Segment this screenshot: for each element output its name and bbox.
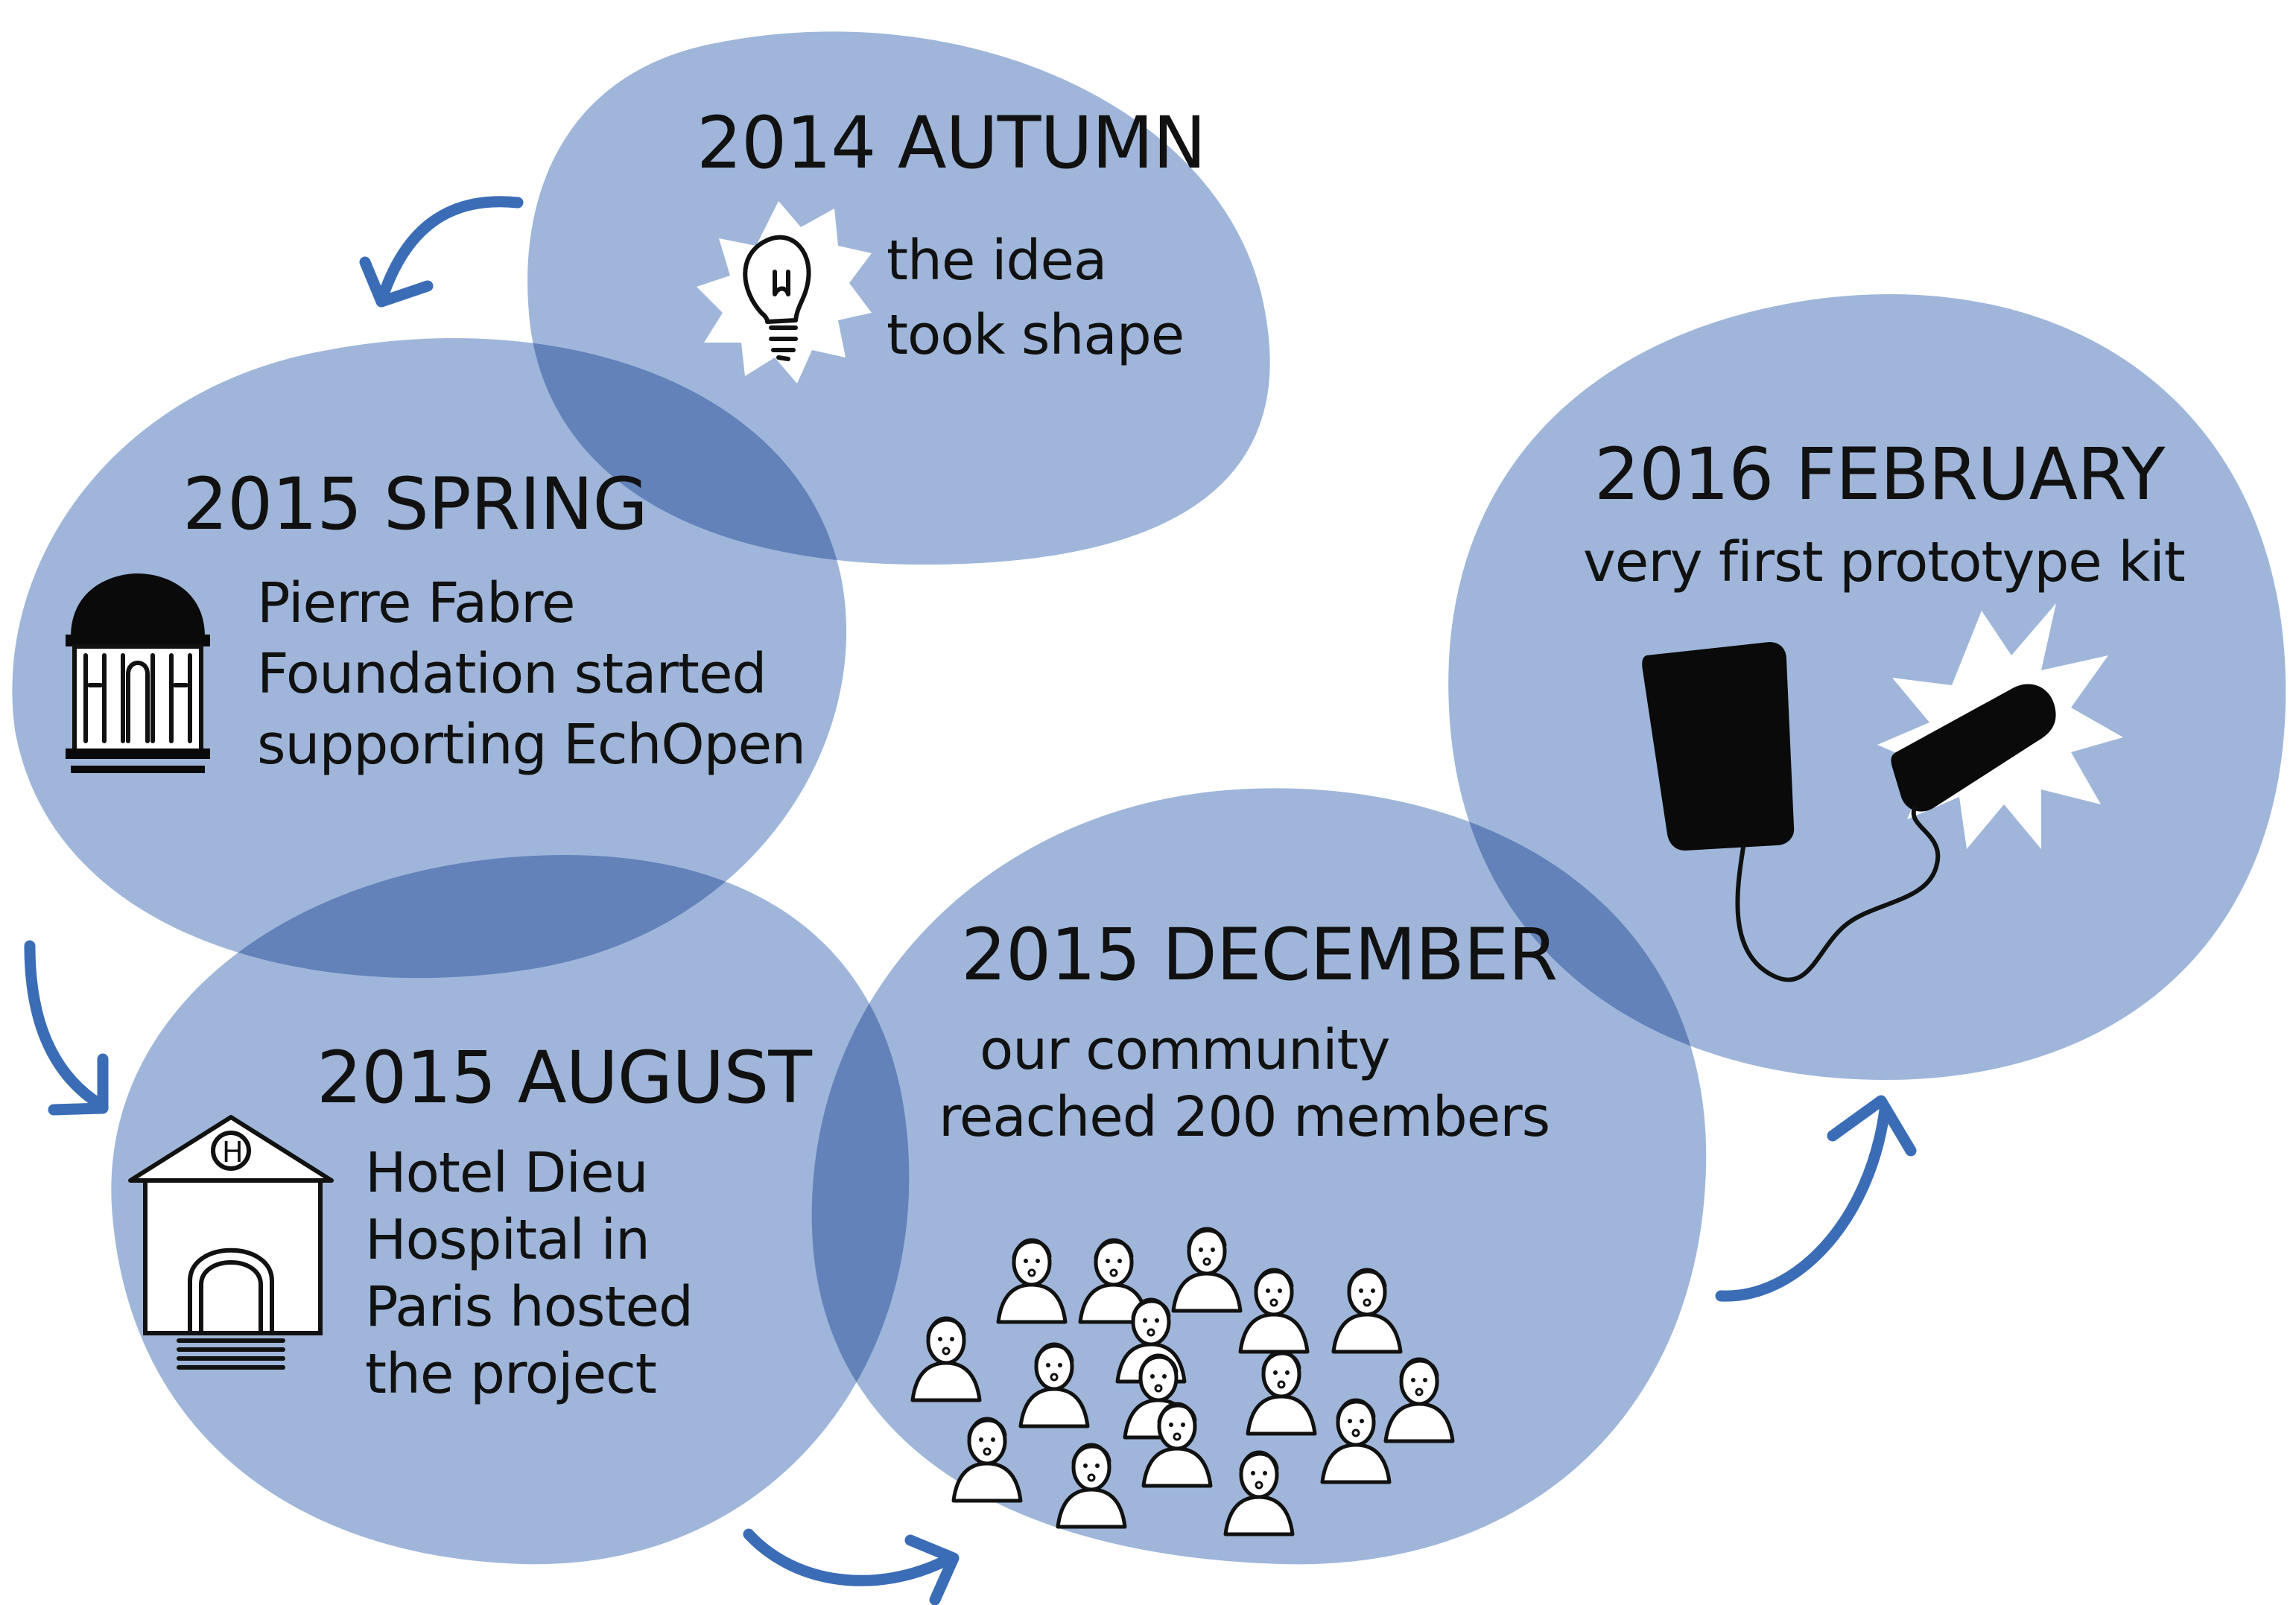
- line-2015-august-1: Hotel Dieu: [365, 1141, 648, 1205]
- community-member-icon: [1223, 1450, 1295, 1536]
- community-member-icon: [1238, 1268, 1310, 1354]
- milestone-2015-december: 2015 DECEMBER our community reached 200 …: [910, 913, 1558, 1536]
- arrow-december-to-february: [1715, 1104, 1891, 1302]
- community-member-icon: [1018, 1342, 1090, 1428]
- arrow-august-to-december-head: [904, 1534, 960, 1605]
- community-member-icon: [1383, 1357, 1455, 1443]
- community-member-icon: [1078, 1238, 1149, 1324]
- community-member-icon: [996, 1238, 1068, 1324]
- arrow-autumn-to-spring-head: [359, 256, 434, 308]
- prototype-kit-icon: [1642, 603, 2123, 982]
- arrow-spring-to-august-head: [48, 1053, 109, 1116]
- community-member-icon: [1246, 1350, 1317, 1436]
- community-member-icon: [1320, 1398, 1392, 1484]
- community-member-icon: [1141, 1402, 1213, 1488]
- arrow-december-to-february-head: [1827, 1095, 1917, 1157]
- hospital-sign: H: [222, 1136, 244, 1169]
- line-2014-autumn-2: took shape: [887, 303, 1184, 367]
- line-2016-february-1: very first prototype kit: [1583, 530, 2185, 594]
- milestone-2015-august: 2015 AUGUST Hotel Dieu Hospital in Paris…: [128, 1036, 813, 1406]
- community-member-icon: [1171, 1227, 1243, 1313]
- title-2016-february: 2016 FEBRUARY: [1594, 433, 2166, 516]
- line-2015-spring-2: Foundation started: [257, 642, 766, 706]
- line-2015-december-2: reached 200 members: [939, 1085, 1550, 1149]
- title-2014-autumn: 2014 AUTUMN: [697, 101, 1205, 185]
- title-2015-august: 2015 AUGUST: [317, 1036, 812, 1119]
- line-2015-august-3: Paris hosted: [365, 1275, 693, 1339]
- flow-arrows: [24, 196, 1917, 1605]
- milestone-2014-autumn: 2014 AUTUMN the idea took shape: [697, 101, 1206, 384]
- arrow-autumn-to-spring: [378, 196, 524, 300]
- line-2015-spring-1: Pierre Fabre: [257, 571, 574, 635]
- community-member-icon: [910, 1316, 982, 1402]
- community-member-icon: [1331, 1268, 1403, 1354]
- bubble-2016-february: [1448, 293, 2286, 1080]
- line-2014-autumn-1: the idea: [887, 229, 1106, 293]
- tablet-device-icon: [1642, 642, 1795, 851]
- arrow-spring-to-august: [24, 940, 103, 1108]
- cable-icon: [1735, 806, 1941, 982]
- hospital-icon: H: [128, 1115, 334, 1370]
- crowd-icon: [910, 1227, 1455, 1536]
- community-member-icon: [951, 1417, 1023, 1503]
- title-2015-december: 2015 DECEMBER: [961, 913, 1557, 997]
- line-2015-spring-3: supporting EchOpen: [257, 713, 805, 777]
- probe-device-icon: [1891, 684, 2056, 812]
- line-2015-december-1: our community: [980, 1018, 1389, 1082]
- milestone-2016-february: 2016 FEBRUARY very first prototype kit: [1583, 433, 2186, 982]
- pavilion-icon: [66, 573, 210, 773]
- milestone-2015-spring: 2015 SPRING Pierre Fabre Foundation star…: [66, 463, 806, 777]
- arrow-august-to-december: [743, 1528, 952, 1586]
- title-2015-spring: 2015 SPRING: [183, 463, 647, 546]
- bubble-2015-august: [111, 855, 910, 1565]
- line-2015-august-2: Hospital in: [365, 1208, 650, 1272]
- lightbulb-icon: [697, 201, 872, 384]
- line-2015-august-4: the project: [365, 1342, 656, 1406]
- community-member-icon: [1056, 1443, 1127, 1529]
- bubble-2015-spring: [12, 338, 847, 979]
